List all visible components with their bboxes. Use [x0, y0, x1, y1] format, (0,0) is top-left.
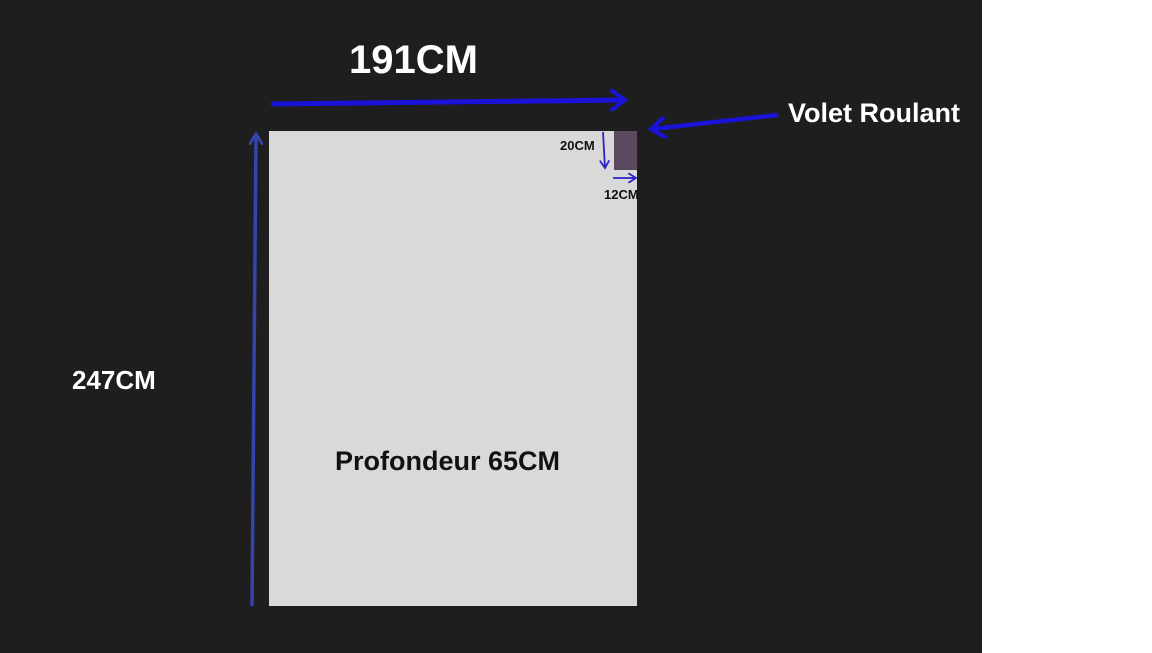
depth-label: Profondeur 65CM: [335, 446, 561, 476]
volet-label: Volet Roulant: [788, 98, 960, 128]
cabinet-panel: [269, 131, 637, 606]
volet-pointer-arrow: [652, 112, 779, 129]
volet-box: [614, 131, 637, 170]
width-label: 191CM: [349, 38, 478, 82]
height-arrow: [252, 135, 256, 607]
volet-height-label: 20CM: [560, 138, 595, 153]
volet-width-label: 12CM: [604, 187, 639, 202]
blank-margin: [982, 0, 1152, 653]
volet-height-arrow: [603, 131, 605, 168]
height-label: 247CM: [72, 365, 156, 395]
width-arrow: [270, 100, 624, 104]
